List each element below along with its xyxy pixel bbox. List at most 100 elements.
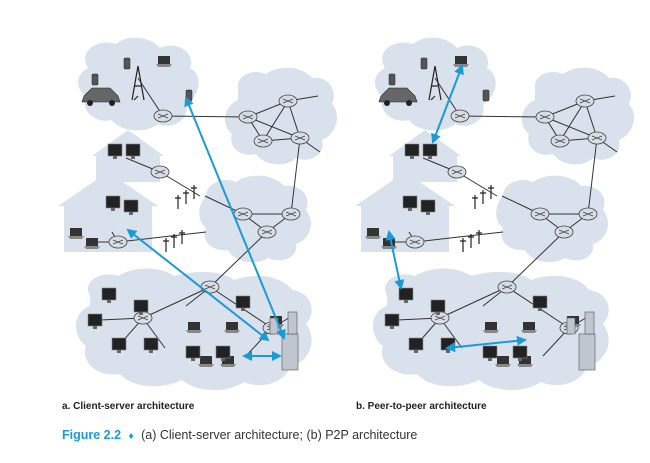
router-icon [447, 165, 467, 179]
laptop-icon [495, 356, 511, 367]
cell-tower-icon [131, 65, 145, 101]
network-link [559, 100, 586, 142]
cable-tower-icon [175, 195, 181, 209]
desktop-computer-icon [215, 345, 231, 361]
network-link [544, 116, 598, 139]
desktop-computer-icon [430, 299, 446, 315]
server-icon [566, 317, 576, 335]
desktop-computer-icon [125, 143, 141, 159]
cable-tower-icon [183, 190, 189, 204]
cloud-isp-regional [496, 175, 608, 263]
client-server-link [126, 228, 270, 342]
cable-tower-icon [480, 190, 486, 204]
cable-tower-icon [179, 230, 185, 244]
peer-to-peer-link [431, 64, 464, 144]
figure-caption: Figure 2.2 ♦ (a) Client-server architect… [62, 428, 417, 442]
desktop-computer-icon [101, 287, 117, 303]
network-link [290, 137, 301, 215]
desktop-computer-icon [384, 313, 400, 329]
laptop-icon [84, 238, 100, 249]
desktop-computer-icon [408, 337, 424, 353]
mobile-phone-icon [420, 57, 428, 70]
panel-b-label: b. Peer-to-peer architecture [356, 401, 487, 412]
mobile-phone-icon [91, 73, 99, 86]
network-link [137, 77, 164, 117]
router-icon [554, 225, 574, 239]
laptop-icon [220, 356, 236, 367]
laptop-icon [68, 228, 84, 239]
router-icon [108, 235, 128, 249]
mobile-phone-icon [123, 57, 131, 70]
router-icon [450, 109, 470, 123]
caption-text: (a) Client-server architecture; (b) P2P … [141, 428, 418, 442]
desktop-computer-icon [404, 143, 420, 159]
figure-number: Figure 2.2 [62, 428, 122, 442]
desktop-computer-icon [123, 199, 139, 215]
cable-tower-icon [163, 238, 169, 252]
router-icon [497, 280, 517, 294]
server-icon [287, 311, 298, 335]
router-icon [278, 94, 298, 108]
router-icon [153, 109, 173, 123]
router-icon [233, 207, 253, 221]
router-icon [405, 235, 425, 249]
desktop-computer-icon [185, 345, 201, 361]
router-icon [290, 131, 310, 145]
router-icon [578, 207, 598, 221]
house-2 [58, 172, 158, 252]
laptop-icon [521, 322, 537, 333]
laptop-icon [453, 56, 469, 67]
cable-tower-icon [460, 238, 466, 252]
router-icon [238, 110, 258, 124]
network-link [506, 231, 565, 288]
mobile-phone-icon [482, 89, 490, 102]
laptop-icon [186, 322, 202, 333]
desktop-computer-icon [398, 287, 414, 303]
laptop-icon [224, 322, 240, 333]
car-icon [378, 87, 418, 106]
mobile-phone-icon [388, 73, 396, 86]
cable-tower-icon [468, 234, 474, 248]
cloud-isp-core [521, 67, 634, 165]
router-icon [550, 134, 570, 148]
network-link [587, 137, 598, 215]
router-icon [530, 207, 550, 221]
router-icon [575, 94, 595, 108]
network-link [459, 115, 546, 118]
panel-b [355, 37, 634, 391]
desktop-computer-icon [107, 143, 123, 159]
laptop-icon [365, 228, 381, 239]
desktop-computer-icon [532, 295, 548, 311]
desktop-computer-icon [422, 143, 438, 159]
laptop-icon [483, 322, 499, 333]
car-icon [81, 87, 121, 106]
router-icon [281, 207, 301, 221]
peer-to-peer-link [385, 230, 405, 290]
desktop-computer-icon [420, 199, 436, 215]
caption-separator-icon: ♦ [128, 431, 134, 442]
server-icon [281, 333, 299, 371]
cable-tower-icon [191, 185, 197, 199]
desktop-computer-icon [111, 337, 127, 353]
cable-tower-icon [476, 230, 482, 244]
router-icon [257, 225, 277, 239]
house-2 [355, 172, 455, 252]
cable-tower-icon [488, 185, 494, 199]
desktop-computer-icon [105, 195, 121, 211]
network-link [414, 231, 504, 243]
desktop-computer-icon [87, 313, 103, 329]
router-icon [253, 134, 273, 148]
laptop-icon [198, 356, 214, 367]
router-icon [200, 280, 220, 294]
router-icon [587, 131, 607, 145]
router-icon [535, 110, 555, 124]
panel-a-label: a. Client-server architecture [62, 401, 195, 412]
cable-tower-icon [472, 195, 478, 209]
server-icon [584, 311, 595, 335]
network-link [439, 286, 508, 319]
laptop-icon [517, 356, 533, 367]
peer-to-peer-link [445, 335, 527, 353]
router-icon [150, 165, 170, 179]
desktop-computer-icon [402, 195, 418, 211]
